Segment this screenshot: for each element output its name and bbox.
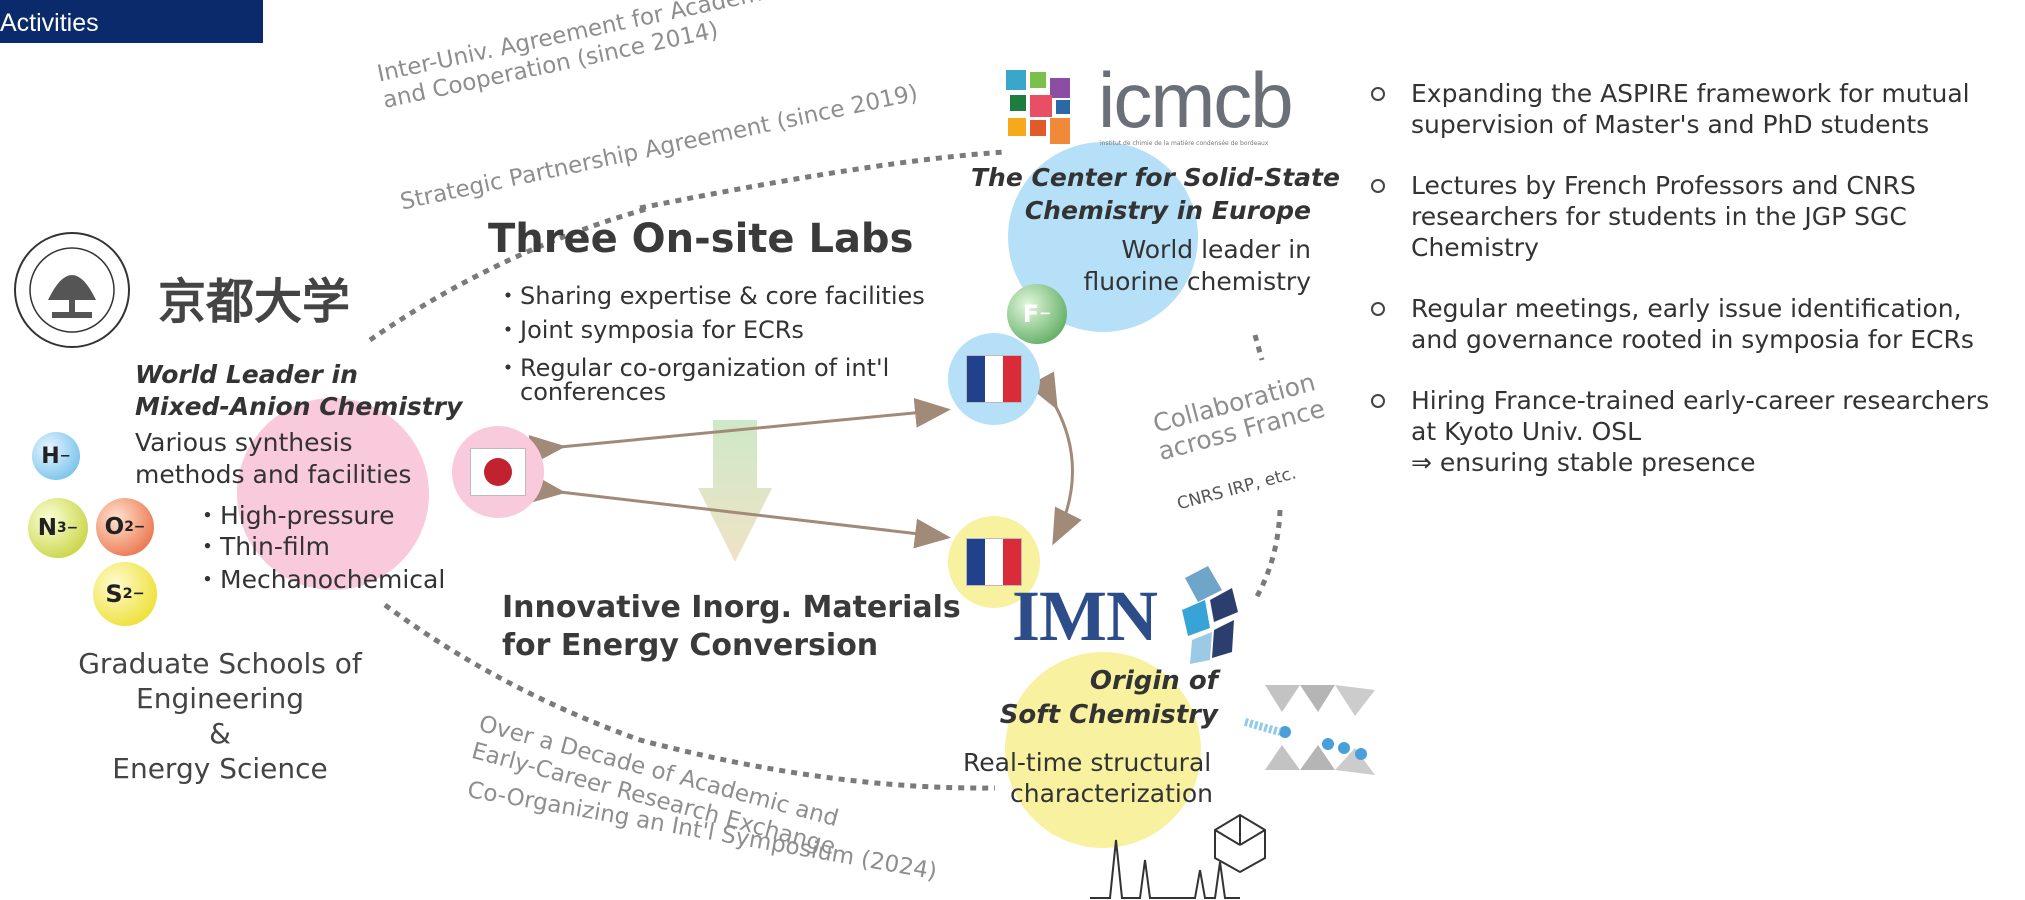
icmcb-logo-mark [1006, 70, 1070, 144]
method-high-pressure: ・High-pressure [195, 501, 395, 530]
bullet-circle-icon [1371, 302, 1385, 316]
kyoto-title-line2: Mixed-Anion Chemistry [135, 392, 463, 421]
goal-line2: for Energy Conversion [502, 628, 879, 663]
labs-title: Three On-site Labs [488, 216, 914, 262]
bullet-circle-icon [1371, 179, 1385, 193]
arrow-japan-icmcb [528, 397, 951, 465]
bullet-item-hiring: Hiring France-trained early-career resea… [1365, 385, 2025, 478]
kyoto-seal [14, 232, 130, 348]
hydride-ion-icon: H− [32, 432, 80, 480]
top-dotted-arc-right [639, 149, 1006, 211]
bullet-item-aspire: Expanding the ASPIRE framework for mutua… [1365, 78, 2025, 140]
fluoride-ion-icon: F− [1007, 284, 1067, 344]
schools-line1: Graduate Schools of [78, 647, 362, 680]
kyoto-circle [237, 398, 429, 590]
labs-point-3: ・Regular co-organization of int'l [496, 354, 890, 382]
france-flag-imn-icon [948, 516, 1040, 608]
kyoto-desc-line2: methods and facilities [135, 460, 412, 489]
icmcb-logo-text: icmcb [1098, 56, 1294, 144]
activities-tab[interactable]: Activities [0, 0, 263, 43]
schools-line4: Energy Science [112, 752, 328, 785]
bottom-dotted-arc [383, 602, 996, 791]
kyoto-desc-line1: Various synthesis [135, 428, 353, 457]
imn-logo-mark [1182, 566, 1238, 664]
labs-point-3-cont: conferences [520, 378, 667, 406]
kyoto-university-name: 京都大学 [158, 274, 351, 330]
japan-flag-icon [452, 426, 544, 518]
imn-title-line2: Soft Chemistry [999, 700, 1218, 730]
right-dotted-bottom [1252, 509, 1283, 602]
bullet-circle-icon [1371, 87, 1385, 101]
arrow-japan-imn [528, 473, 951, 549]
down-arrow [698, 420, 772, 562]
imn-logo-text: IMN [1012, 576, 1158, 656]
lattice-cube-graphic [1214, 813, 1266, 874]
icmcb-title-line2: Chemistry in Europe [1024, 196, 1311, 225]
crystal-structure-image [1243, 685, 1375, 775]
icmcb-logo-subtitle: institut de chimie de la matière condens… [1100, 140, 1269, 147]
imn-desc-line1: Real-time structural [963, 748, 1212, 777]
icmcb-desc-line1: World leader in [1121, 235, 1311, 264]
bullet-circle-icon [1371, 394, 1385, 408]
goal-line1: Innovative Inorg. Materials [502, 590, 961, 625]
top-dotted-arc-left [368, 205, 651, 343]
graduate-schools: Graduate Schools of Engineering & Energy… [40, 646, 400, 786]
bullet-item-lectures: Lectures by French Professors and CNRS r… [1365, 170, 2025, 263]
method-thin-film: ・Thin-film [195, 532, 330, 561]
france-flag-icmcb-icon [948, 333, 1040, 425]
imn-desc-line2: characterization [1010, 779, 1213, 808]
imn-title-line1: Origin of [1089, 666, 1218, 696]
labs-point-1: ・Sharing expertise & core facilities [496, 282, 925, 310]
labs-point-2: ・Joint symposia for ECRs [496, 316, 804, 344]
schools-line3: & [209, 717, 231, 750]
imn-circle [1005, 652, 1201, 848]
method-mechanochemical: ・Mechanochemical [195, 565, 446, 594]
schools-line2: Engineering [136, 682, 304, 715]
bullet-item-meetings: Regular meetings, early issue identifica… [1365, 293, 2025, 355]
xrd-peaks-graphic [1090, 839, 1240, 899]
activities-bullet-list: Expanding the ASPIRE framework for mutua… [1365, 78, 2025, 508]
kyoto-title-line1: World Leader in [135, 360, 358, 389]
icmcb-circle [1008, 142, 1198, 332]
icmcb-title-line1: The Center for Solid-State [971, 163, 1340, 192]
arrow-france-france [1027, 371, 1082, 546]
right-dotted-top [1252, 334, 1265, 361]
icmcb-desc-line2: fluorine chemistry [1083, 267, 1311, 296]
